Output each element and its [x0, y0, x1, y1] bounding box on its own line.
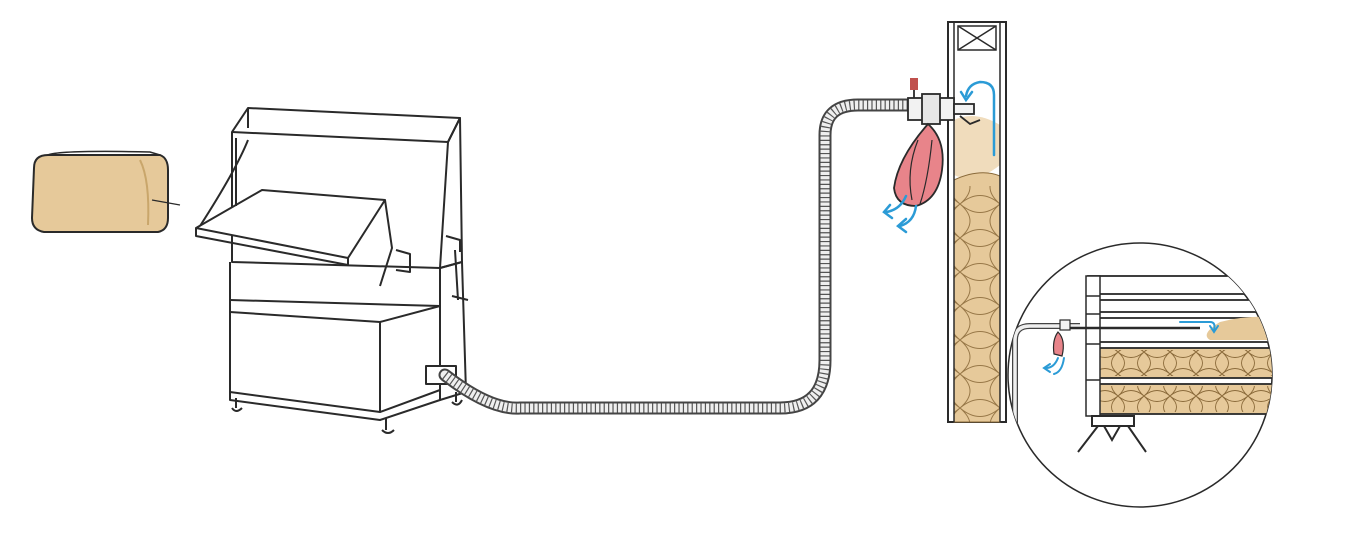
insulation-bale: [32, 151, 180, 232]
floor-detail: [1008, 243, 1288, 507]
filter-bag: [894, 124, 943, 206]
blowing-machine: [196, 108, 468, 433]
blowing-hose: [445, 105, 912, 408]
